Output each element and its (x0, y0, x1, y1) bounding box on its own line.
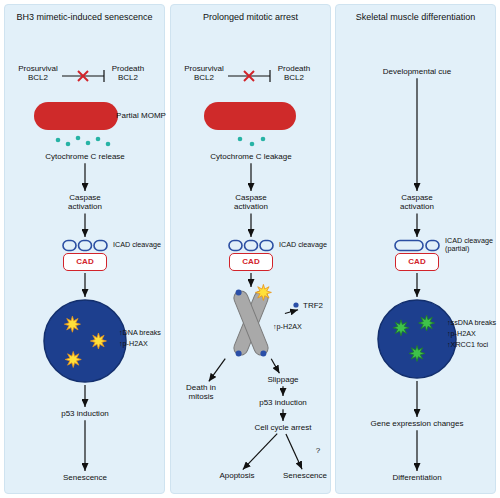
side-note: ICAD cleavage (partial) (445, 237, 495, 254)
step-text: p53 induction (248, 398, 318, 407)
icad-segment (245, 241, 258, 251)
step-label: Caspase activation (226, 193, 276, 211)
nucleus-circle-outline (43, 299, 127, 383)
panel-title: Skeletal muscle differentiation (336, 5, 495, 22)
step-text: Developmental cue (367, 67, 467, 76)
step-label: Cytochrome C release (35, 152, 135, 161)
step-text: TRF2 (300, 301, 326, 310)
step-label: Cell cycle arrest (246, 423, 320, 432)
icad-segment (426, 241, 439, 251)
chromosome: ↑p-H2AX (219, 289, 283, 357)
step-label: Slippage (261, 375, 305, 384)
step-text: Cell cycle arrest (246, 423, 320, 432)
ssdna-break-star (393, 320, 409, 336)
icad-segment (395, 241, 423, 251)
step-label: Apoptosis (213, 471, 261, 480)
step-label: Gene expression changes (352, 419, 482, 428)
icad-segment (63, 241, 76, 251)
icad-ovals-outline (227, 239, 275, 252)
icad-ovals-outline (61, 239, 109, 252)
step-text: Death in mitosis (181, 383, 221, 401)
annotation-label: Prosurvival BCL2 (180, 64, 228, 82)
step-text: p53 induction (60, 409, 110, 418)
step-text: Caspase activation (60, 193, 110, 211)
telomere-break-star (255, 284, 271, 300)
step-text: Senescence (55, 473, 115, 482)
icad-ovals-outline (393, 239, 441, 252)
step-label: Caspase activation (60, 193, 110, 211)
annotation-label: Prodeath BCL2 (106, 64, 150, 82)
step-label: Caspase activation (392, 193, 442, 211)
icad-ovals: ICAD cleavage (227, 239, 275, 252)
step-text: Caspase activation (392, 193, 442, 211)
ssdna-break-star (419, 315, 435, 331)
step-text: Differentiation (382, 473, 452, 482)
nucleus-circle: ↑ssDNA breaks↑p-H2AX↑XRCC1 foci (377, 299, 457, 379)
panel-title: BH3 mimetic-induced senescence (5, 5, 164, 22)
step-label: Senescence (280, 471, 330, 480)
step-text: Slippage (261, 375, 305, 384)
step-text: Caspase activation (226, 193, 276, 211)
cad-box: CAD (395, 253, 439, 271)
telomere-dot (236, 351, 242, 357)
annotation-label: Prosurvival BCL2 (14, 64, 62, 82)
step-label: CAD (408, 257, 425, 266)
telomere-dot (260, 351, 266, 357)
annotation-label: Partial MOMP (116, 111, 166, 120)
nucleus-circle-outline (377, 299, 457, 379)
step-text: Senescence (280, 471, 330, 480)
annotation-label: ? (313, 446, 323, 455)
icad-segment (260, 241, 273, 251)
dna-break-star (65, 351, 81, 367)
step-label: Differentiation (382, 473, 452, 482)
cad-box: CAD (63, 253, 107, 271)
side-note: ↑DNA breaks (119, 329, 161, 337)
step-text: Cytochrome C release (35, 152, 135, 161)
step-label: p53 induction (60, 409, 110, 418)
step-text: Gene expression changes (352, 419, 482, 428)
step-label: Senescence (55, 473, 115, 482)
chromatid (232, 289, 270, 357)
icad-segment (79, 241, 92, 251)
telomere-dot (236, 289, 242, 295)
step-text: Cytochrome C leakage (201, 152, 301, 161)
step-label: Cytochrome C leakage (201, 152, 301, 161)
icad-ovals: ICAD cleavage (61, 239, 109, 252)
side-note: ↑p-H2AX (119, 340, 148, 348)
step-label: Death in mitosis (181, 383, 221, 401)
nucleus (378, 300, 456, 378)
side-note: ↑p-H2AX (273, 323, 302, 331)
step-label: p53 induction (248, 398, 318, 407)
side-note: ↑p-H2AX (447, 330, 476, 338)
chromatid (232, 289, 270, 357)
step-label: Developmental cue (367, 67, 467, 76)
side-note: ↑ssDNA breaks (447, 319, 496, 327)
step-label: TRF2 (300, 301, 326, 310)
step-text: Apoptosis (213, 471, 261, 480)
side-note: ↑XRCC1 foci (447, 341, 488, 349)
panel-title: Prolonged mitotic arrest (171, 5, 330, 22)
icad-segment (94, 241, 107, 251)
icad-segment (229, 241, 242, 251)
nucleus-circle: ↑DNA breaks↑p-H2AX (43, 299, 127, 383)
dna-break-star (90, 333, 106, 349)
side-note: ICAD cleavage (279, 241, 327, 249)
panel: Skeletal muscle differentiationDevelopme… (335, 4, 496, 494)
nucleus (44, 300, 126, 382)
icad-ovals: ICAD cleavage (partial) (393, 239, 441, 252)
annotation-label: Prodeath BCL2 (272, 64, 316, 82)
cad-box: CAD (229, 253, 273, 271)
dna-break-star (64, 316, 80, 332)
step-label: CAD (242, 257, 259, 266)
ssdna-break-star (409, 345, 425, 361)
side-note: ICAD cleavage (113, 241, 161, 249)
step-label: CAD (76, 257, 93, 266)
